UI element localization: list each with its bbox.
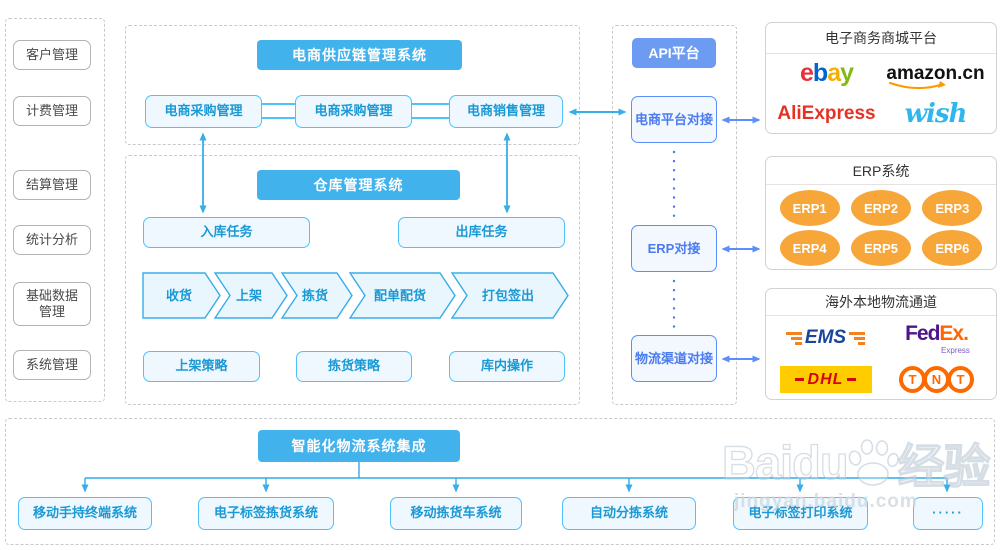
- tnt-t2: T: [947, 366, 974, 394]
- amazon-logo: amazon.cn: [886, 62, 985, 89]
- box-ecommerce-platform-connect: 电商平台对接: [631, 96, 717, 143]
- dhl-text: DHL: [807, 370, 844, 388]
- box-erp-connect: ERP对接: [631, 225, 717, 272]
- ems-stripes-right-icon: [849, 331, 866, 345]
- fedex-express-text: Express: [941, 345, 970, 355]
- flow-step-pick: 拣货: [301, 288, 328, 303]
- sidebar-item-system-mgmt: 系统管理: [13, 350, 91, 380]
- erp2-pill: ERP2: [850, 190, 911, 226]
- api-platform-button: API平台: [632, 38, 716, 68]
- erp5-pill: ERP5: [850, 230, 911, 266]
- logistics-logos: EMS FedEx. Express DHL T N T: [766, 316, 996, 399]
- dhl-logo: DHL: [779, 366, 872, 394]
- connector-bar: [410, 103, 452, 119]
- box-ecommerce-purchase-2: 电商采购管理: [295, 95, 412, 128]
- amazon-swoosh-icon: [889, 80, 947, 89]
- flow-step-receive: 收货: [165, 288, 192, 303]
- sidebar-item-statistics: 统计分析: [13, 225, 91, 255]
- box-more-systems: ·····: [913, 497, 983, 530]
- sidebar-item-customer-mgmt: 客户管理: [13, 40, 91, 70]
- aliexpress-logo: AliExpress: [777, 102, 876, 124]
- box-mobile-handheld-system: 移动手持终端系统: [18, 497, 152, 530]
- flow-step-pack-checkout: 打包签出: [481, 288, 534, 303]
- ems-stripes-left-icon: [785, 331, 802, 345]
- mall-logos: ebay amazon.cn AliExpress wish: [766, 54, 996, 134]
- sidebar-item-base-data-mgmt: 基础数据管理: [13, 282, 91, 326]
- tnt-t1: T: [899, 366, 926, 394]
- erp6-pill: ERP6: [922, 230, 983, 266]
- erp3-pill: ERP3: [922, 190, 983, 226]
- tnt-logo: T N T: [899, 366, 974, 394]
- box-etag-printing-system: 电子标签打印系统: [733, 497, 868, 530]
- warehouse-title: 仓库管理系统: [257, 170, 460, 200]
- box-logistics-channel-connect: 物流渠道对接: [631, 335, 717, 382]
- box-inbound-task: 入库任务: [143, 217, 310, 248]
- ebay-logo: ebay: [800, 59, 854, 88]
- tnt-n: N: [923, 366, 950, 394]
- box-ecommerce-purchase-1: 电商采购管理: [145, 95, 262, 128]
- fedex-logo: FedEx. Express: [905, 321, 970, 355]
- ems-logo: EMS: [785, 327, 866, 349]
- overseas-logistics-title: 海外本地物流通道: [766, 289, 996, 316]
- box-etag-picking-system: 电子标签拣货系统: [198, 497, 334, 530]
- fedex-ex-text: Ex: [939, 321, 964, 345]
- box-shelving-strategy: 上架策略: [143, 351, 260, 382]
- ems-text: EMS: [804, 327, 847, 349]
- mall-platform-box: 电子商务商城平台 ebay amazon.cn AliExpress wish: [765, 22, 997, 134]
- wish-logo: wish: [904, 98, 968, 129]
- overseas-logistics-box: 海外本地物流通道 EMS FedEx. Express DHL T N: [765, 288, 997, 400]
- amazon-text: amazon.cn: [886, 62, 985, 84]
- connector-bar: [260, 103, 298, 119]
- erp-systems-title: ERP系统: [766, 157, 996, 185]
- box-picking-strategy: 拣货策略: [296, 351, 412, 382]
- erp-pills: ERP1 ERP2 ERP3 ERP4 ERP5 ERP6: [766, 185, 996, 271]
- sidebar-panel: [5, 18, 105, 402]
- flow-step-shelve: 上架: [235, 288, 262, 303]
- box-auto-sorting-system: 自动分拣系统: [562, 497, 696, 530]
- mall-platform-title: 电子商务商城平台: [766, 23, 996, 54]
- box-outbound-task: 出库任务: [398, 217, 565, 248]
- fedex-fed-text: Fed: [905, 321, 940, 345]
- box-mobile-picking-cart-system: 移动拣货车系统: [390, 497, 522, 530]
- supply-chain-title: 电商供应链管理系统: [257, 40, 462, 70]
- integration-title: 智能化物流系统集成: [258, 430, 460, 462]
- sidebar-item-settlement-mgmt: 结算管理: [13, 170, 91, 200]
- erp4-pill: ERP4: [779, 230, 840, 266]
- sidebar-item-billing-mgmt: 计费管理: [13, 96, 91, 126]
- erp-systems-box: ERP系统 ERP1 ERP2 ERP3 ERP4 ERP5 ERP6: [765, 156, 997, 270]
- erp1-pill: ERP1: [779, 190, 840, 226]
- flow-step-order-allocate: 配单配货: [373, 288, 426, 303]
- box-inwarehouse-ops: 库内操作: [449, 351, 565, 382]
- box-ecommerce-sales: 电商销售管理: [449, 95, 563, 128]
